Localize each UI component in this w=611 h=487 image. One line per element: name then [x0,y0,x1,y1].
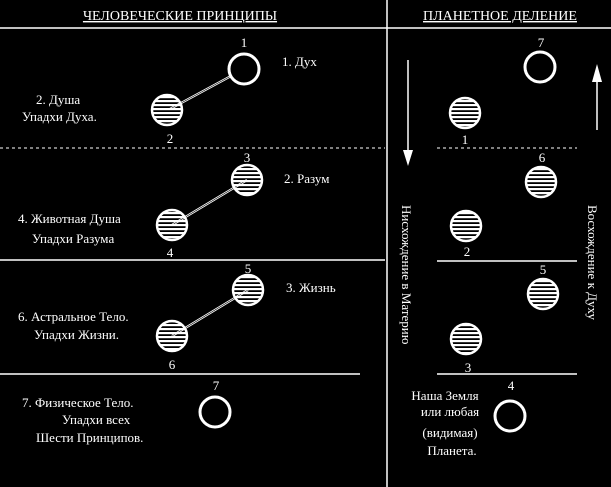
globe-number: 5 [245,261,252,276]
globe-hatched [449,322,483,356]
earth-caption: (видимая) [422,425,477,440]
principle-pair-1: 1 2 1. Дух 2. Душа Упадхи Духа. [22,35,317,146]
descent-arrow: Нисхождение в Материю [399,60,414,345]
globe-number: 6 [169,357,176,372]
globe-number: 7 [538,35,545,50]
globe-number: 7 [213,378,220,393]
descent-label: Нисхождение в Материю [399,205,414,345]
globe-number: 5 [540,262,547,277]
globe-hatched [524,165,558,199]
globe-hatched [448,96,482,130]
planet-globe-6: 6 [524,150,558,199]
right-header: ПЛАНЕТНОЕ ДЕЛЕНИЕ [423,9,577,24]
planet-globe-1: 1 [448,96,482,147]
earth-caption: или любая [421,404,479,419]
globe-number: 2 [464,244,471,259]
physical-body: 7 7. Физическое Тело. Упадхи всех Шести … [22,378,232,445]
earth-caption: Планета. [427,443,476,458]
principle-name: 2. Разум [284,171,329,186]
globe-number: 2 [167,131,174,146]
planet-globe-7: 7 [523,35,557,84]
globe-number: 1 [462,132,469,147]
ascent-arrow: Восхождение к Духу [585,64,602,321]
globe-upper-hatched [230,163,264,197]
principle-pair-2: 3 4 2. Разум 4. Животная Душа Упадхи Раз… [18,150,329,260]
principle-name: 1. Дух [282,54,317,69]
arrow-up-icon [592,64,602,82]
globe-dark [493,399,527,433]
globe-lower-hatched [155,208,189,242]
principle-name: 6. Астральное Тело. [18,309,129,324]
globe-number: 4 [508,378,515,393]
globe-number: 3 [465,360,472,375]
globe-number: 3 [244,150,251,165]
globe-hatched [526,277,560,311]
earth-caption: Наша Земля [411,388,478,403]
globe-lower-hatched [150,93,184,127]
planet-globe-4: 4 [493,378,527,433]
planet-globe-2: 2 [449,209,483,259]
principle-name: Упадхи всех [62,412,131,427]
principle-name: Упадхи Разума [32,231,114,246]
planet-globe-3: 3 [449,322,483,375]
principle-name: 4. Животная Душа [18,211,121,226]
principle-name: Упадхи Духа. [22,109,97,124]
left-header: ЧЕЛОВЕЧЕСКИЕ ПРИНЦИПЫ [83,9,277,24]
globe-number: 1 [241,35,248,50]
globe-hatched [449,209,483,243]
globe-lower-hatched [155,319,189,353]
globe-physical-dark [198,395,232,429]
principle-name: Шести Принципов. [36,430,143,445]
principle-name: Упадхи Жизни. [34,327,119,342]
globe-number: 6 [539,150,546,165]
principle-name: 7. Физическое Тело. [22,395,134,410]
arrow-down-icon [403,150,413,166]
globe-number: 4 [167,245,174,260]
planet-globe-5: 5 [526,262,560,311]
globe-open [523,50,557,84]
principle-name: 3. Жизнь [286,280,336,295]
ascent-label: Восхождение к Духу [585,205,600,321]
principle-name: 2. Душа [36,92,80,107]
globe-upper-hatched [231,273,265,307]
globe-upper-open [227,52,261,86]
principle-pair-3: 5 6 3. Жизнь 6. Астральное Тело. Упадхи … [18,261,336,372]
